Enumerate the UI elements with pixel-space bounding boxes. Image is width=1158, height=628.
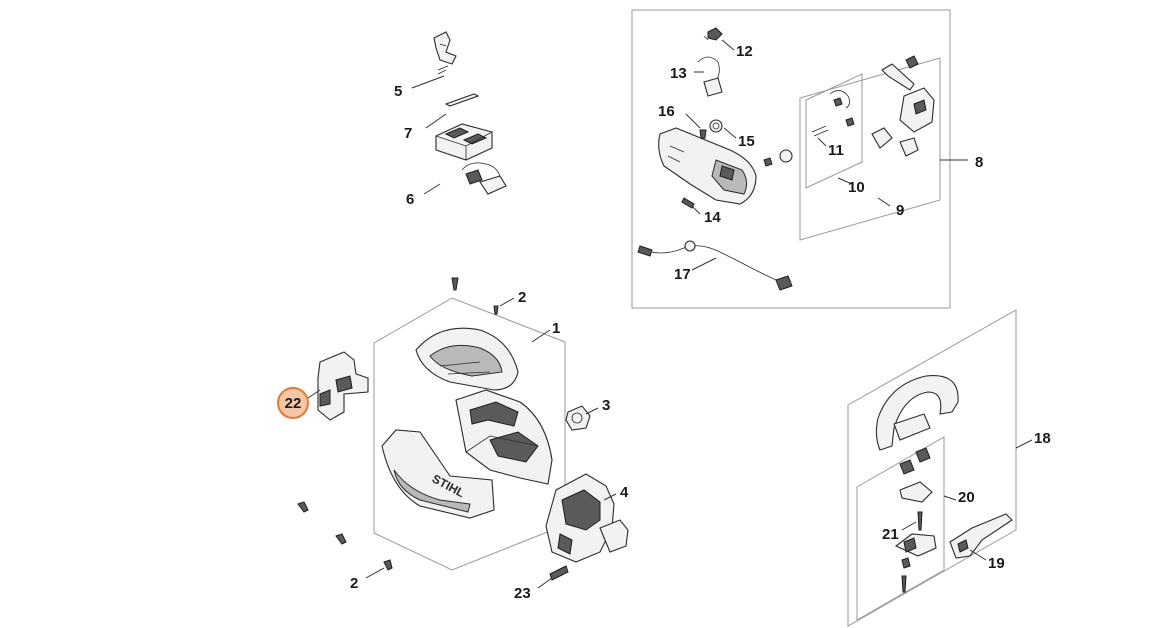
highlight-ring[interactable] xyxy=(277,387,309,419)
clamp-part-15[interactable] xyxy=(709,119,723,133)
side-cover-part-22[interactable] xyxy=(317,351,369,421)
part-label-2-bottom[interactable]: 2 xyxy=(350,575,358,592)
switch-parts-11[interactable] xyxy=(811,90,855,137)
part-label-12[interactable]: 12 xyxy=(736,43,753,60)
screw-parts[interactable] xyxy=(297,277,569,581)
part-label-7[interactable]: 7 xyxy=(404,125,412,142)
part-label-15[interactable]: 15 xyxy=(738,133,755,150)
part-label-19[interactable]: 19 xyxy=(988,555,1005,572)
loop-handle-part[interactable] xyxy=(875,374,959,451)
highlighted-part-marker-22[interactable]: 22 xyxy=(277,387,309,419)
part-label-18[interactable]: 18 xyxy=(1034,430,1051,447)
motor-flange-part[interactable] xyxy=(545,473,629,563)
housing-cover-part[interactable] xyxy=(415,327,519,391)
part-label-23[interactable]: 23 xyxy=(514,585,531,602)
trigger-part[interactable] xyxy=(433,31,457,65)
part-label-9[interactable]: 9 xyxy=(896,202,904,219)
lever-part-19[interactable] xyxy=(949,513,1013,559)
leader-lines xyxy=(307,39,1033,589)
control-handle-subframe xyxy=(799,57,941,241)
part-label-2-top[interactable]: 2 xyxy=(518,289,526,306)
clamp-part-20[interactable] xyxy=(899,481,933,503)
part-label-8[interactable]: 8 xyxy=(975,154,983,171)
clamp-lever-parts[interactable] xyxy=(894,533,937,593)
part-label-17[interactable]: 17 xyxy=(674,266,691,283)
connector-part-12[interactable] xyxy=(703,27,723,41)
part-label-16[interactable]: 16 xyxy=(658,103,675,120)
seal-strip-part[interactable] xyxy=(444,93,480,107)
handle-housing-part[interactable] xyxy=(658,127,757,205)
part-label-3[interactable]: 3 xyxy=(602,397,610,414)
clamp-part-right[interactable] xyxy=(763,149,793,167)
switch-parts-subframe xyxy=(805,73,863,189)
part-label-5[interactable]: 5 xyxy=(394,83,402,100)
part-label-21[interactable]: 21 xyxy=(882,526,899,543)
part-label-20[interactable]: 20 xyxy=(958,489,975,506)
housing-right-shell-part[interactable] xyxy=(455,389,553,485)
switch-module-part[interactable] xyxy=(435,123,493,161)
part-label-13[interactable]: 13 xyxy=(670,65,687,82)
part-label-14[interactable]: 14 xyxy=(704,209,721,226)
screw-part-21[interactable] xyxy=(917,511,923,531)
screw-part-14[interactable] xyxy=(681,197,695,209)
spring-part[interactable] xyxy=(437,65,449,75)
wiring-harness-part[interactable] xyxy=(461,162,507,195)
gasket-part[interactable] xyxy=(565,405,591,431)
cable-part-17[interactable] xyxy=(637,240,793,291)
switch-part-13[interactable] xyxy=(697,56,723,97)
screw-part-16[interactable] xyxy=(699,129,707,139)
part-label-22[interactable]: 22 xyxy=(285,395,302,412)
control-lever-parts[interactable] xyxy=(871,55,935,157)
part-label-4[interactable]: 4 xyxy=(620,484,629,501)
loop-handle-subframe xyxy=(856,436,945,621)
loop-handle-frame xyxy=(847,309,1017,627)
part-label-10[interactable]: 10 xyxy=(848,179,865,196)
handle-assembly-frame xyxy=(631,9,951,309)
part-label-1[interactable]: 1 xyxy=(552,320,560,337)
part-label-6[interactable]: 6 xyxy=(406,191,414,208)
nut-parts[interactable] xyxy=(899,447,931,475)
part-label-11[interactable]: 11 xyxy=(828,142,844,159)
